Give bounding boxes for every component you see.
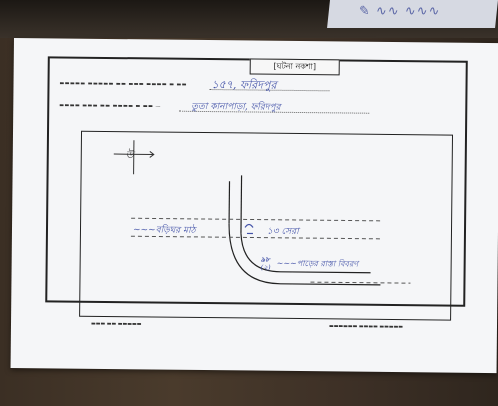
printed-text-line-1: ▬▬▬▬▬ ▬▬▬▬▬ ▬▬ ▬▬▬ ▬▬▬▬ ▬ ▬▬ <box>59 80 188 88</box>
form-row-thana: ▬▬▬▬▬ ▬▬▬▬▬ ▬▬ ▬▬▬ ▬▬▬▬ ▬ ▬▬ ১৫৭, ফরিদপু… <box>59 76 419 96</box>
form-title: [ঘটনা নকশা] <box>249 58 340 76</box>
diagram-label-right: ১৩ সেরা <box>266 226 299 237</box>
compass-icon <box>113 140 155 175</box>
handwritten-field-2: তুতা কানাপাড়া, ফরিদপুর <box>191 101 281 113</box>
junction-marks <box>244 223 254 235</box>
paper-scrap: ✎ ∿∿ ∿∿∿ <box>327 0 498 28</box>
document-page: [ঘটনা নকশা] ▬▬▬▬▬ ▬▬▬▬▬ ▬▬ ▬▬▬ ▬▬▬▬ ▬ ▬▬… <box>10 38 498 374</box>
sketch-drawing <box>113 140 411 286</box>
form-frame: [ঘটনা নকশা] ▬▬▬▬▬ ▬▬▬▬▬ ▬▬ ▬▬▬ ▬▬▬▬ ▬ ▬▬… <box>45 56 468 321</box>
printed-text-line-2: ▬▬▬▬ ▬▬▬ ▬▬ ▬▬▬▬ ▬ ▬▬ — <box>59 102 161 110</box>
diagram-note-text: ~~~পাড়ের রাস্তা বিবরণ <box>276 258 359 269</box>
horizontal-road <box>130 217 411 284</box>
signature-right: ▬▬▬▬▬▬ ▬▬▬▬ ▬▬▬▬▬ <box>328 323 404 331</box>
diagram-note-sub: (২) <box>260 263 271 272</box>
scrap-handwriting: ✎ ∿∿ ∿∿∿ <box>358 4 442 19</box>
handwritten-field-1: ১৫৭, ফরিদপুর <box>211 78 277 92</box>
diagram-label-left: ~~~বড়িঘর মাঠ <box>132 225 196 236</box>
signature-left: ▬▬▬ ▬▬ ▬▬▬▬▬ <box>90 320 142 328</box>
sketch-area: উ ~~~বড়িঘর মাঠ ১৩ সেরা ৯৮ (২) ~~~পাড়ের… <box>79 130 454 321</box>
compass-north-label: উ <box>125 150 134 162</box>
form-row-location: ▬▬▬▬ ▬▬▬ ▬▬ ▬▬▬▬ ▬ ▬▬ — তুতা কানাপাড়া, … <box>59 98 419 118</box>
